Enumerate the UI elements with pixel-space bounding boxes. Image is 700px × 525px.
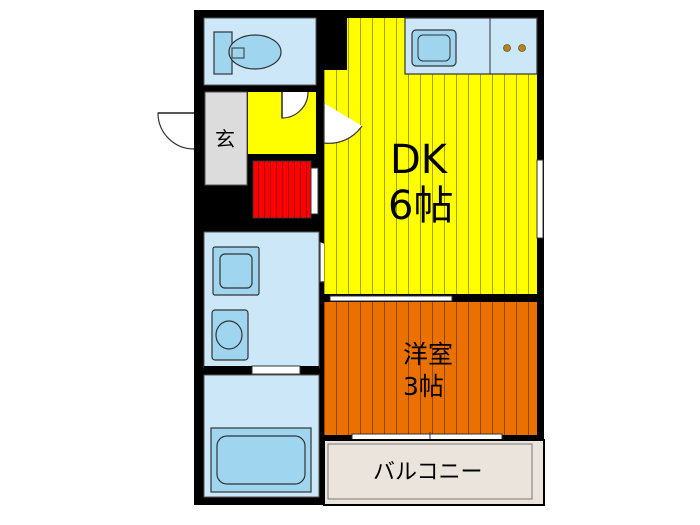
washing-machine-icon: [211, 309, 249, 361]
dk-door-icon: [323, 103, 363, 144]
western-name: 洋室: [403, 340, 453, 369]
sink-icon: [417, 34, 451, 62]
entrance-label: 玄: [215, 127, 235, 151]
dk-room: [324, 18, 537, 296]
dk-window: [536, 159, 544, 239]
bath-door: [251, 365, 301, 375]
door-swing-icon: [281, 91, 309, 119]
western-size: 3帖: [403, 372, 444, 401]
stove-icon: [503, 44, 526, 52]
bathtub-icon: [210, 427, 312, 493]
balcony: [327, 443, 533, 500]
dk-size: 6帖: [388, 183, 453, 229]
entrance: [204, 91, 248, 186]
entrance-door-icon: [157, 112, 195, 150]
washbasin-icon: [212, 246, 260, 296]
balcony-label: バルコニー: [373, 460, 483, 485]
toilet-icon: [213, 31, 282, 75]
storage-door: [310, 167, 319, 215]
western-room: [324, 302, 537, 435]
dk-western-slider: [329, 295, 453, 302]
storage-closet: [252, 160, 312, 219]
dk-name: DK: [390, 137, 449, 183]
